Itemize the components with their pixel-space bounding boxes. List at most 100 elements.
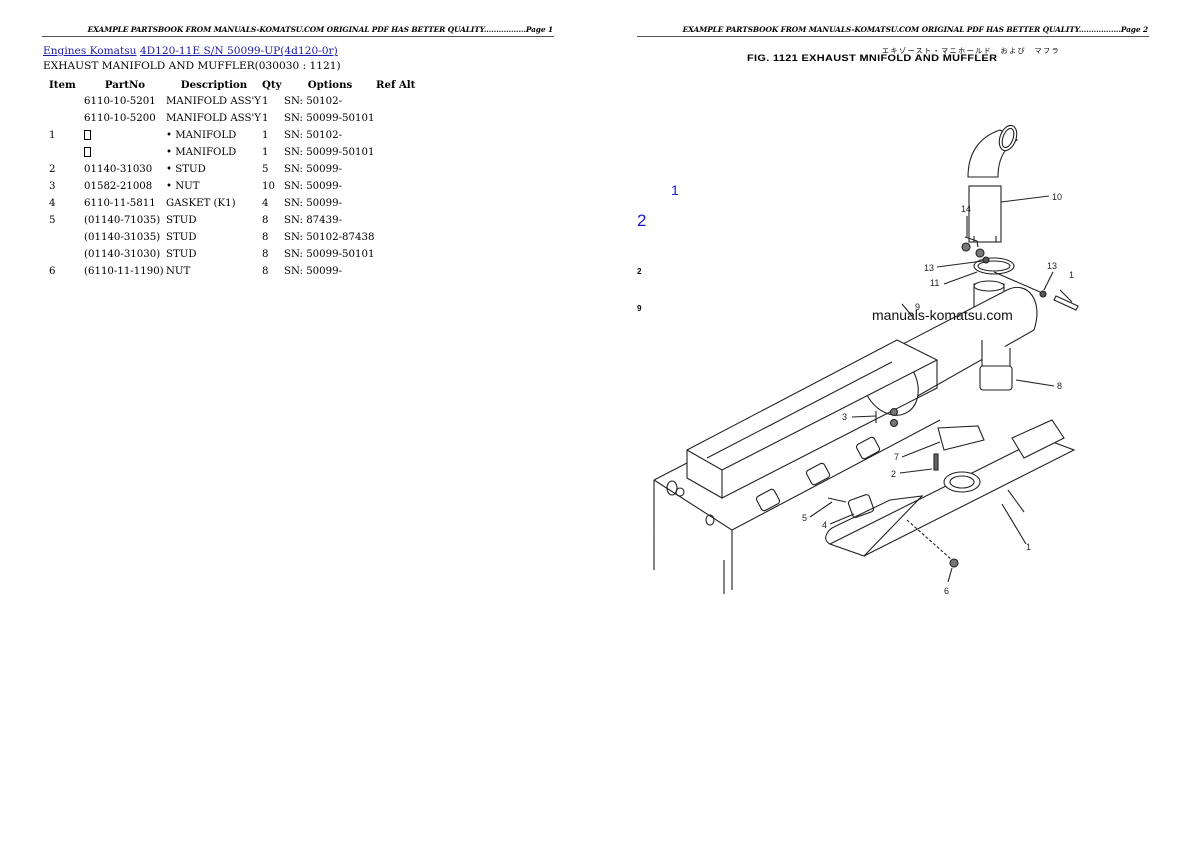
- missing-glyph-icon: [84, 129, 91, 140]
- edge-label: 9: [637, 304, 642, 313]
- cell-description: MANIFOLD ASS'Y: [166, 96, 261, 107]
- svg-text:6: 6: [944, 586, 949, 596]
- cell-partno: 6110-11-5811: [84, 198, 156, 209]
- cell-partno: 01140-31030: [84, 164, 153, 175]
- missing-glyph-icon: [84, 146, 91, 157]
- svg-text:11: 11: [930, 278, 939, 288]
- cell-description: STUD: [166, 215, 197, 226]
- section-title: EXHAUST MANIFOLD AND MUFFLER(030030 : 11…: [43, 60, 341, 72]
- cell-item: 6: [49, 266, 56, 277]
- edge-label: 2: [637, 267, 642, 276]
- cell-description: • NUT: [166, 181, 200, 192]
- header-divider: [42, 36, 554, 37]
- cell-ref-alt: [376, 246, 426, 263]
- svg-text:2: 2: [891, 469, 896, 479]
- cell-partno: 6110-10-5200: [84, 113, 156, 124]
- figure-label-2: 2: [637, 211, 647, 230]
- cell-item: [43, 246, 84, 263]
- cell-ref-alt: [376, 263, 426, 280]
- cell-options: SN: 50099-50101: [284, 147, 375, 158]
- cell-qty: 1: [262, 147, 269, 158]
- cell-options: SN: 50102-: [284, 96, 343, 107]
- cell-qty: 1: [262, 113, 269, 124]
- parts-table: Item PartNo Description Qty Options Ref …: [43, 76, 426, 280]
- cell-item: 5: [49, 215, 56, 226]
- cell-options: SN: 50102-: [284, 130, 343, 141]
- cell-qty: 10: [262, 181, 275, 192]
- page-2: EXAMPLE PARTSBOOK FROM MANUALS-KOMATSU.C…: [595, 0, 1190, 842]
- cell-options: SN: 87439-: [284, 215, 343, 226]
- cell-description: • MANIFOLD: [166, 130, 237, 141]
- cell-description: • MANIFOLD: [166, 147, 237, 158]
- svg-text:1: 1: [1026, 542, 1031, 552]
- col-header-qty: Qty: [262, 78, 282, 91]
- cell-partno: (01140-31035): [84, 232, 161, 243]
- cell-partno: 6110-10-5201: [84, 96, 156, 107]
- cell-options: SN: 50099-: [284, 266, 343, 277]
- col-header-options: Options: [307, 78, 353, 91]
- cell-description: • STUD: [166, 164, 206, 175]
- cell-item: [43, 110, 84, 127]
- page-header: EXAMPLE PARTSBOOK FROM MANUALS-KOMATSU.C…: [682, 25, 1149, 34]
- cell-item: 2: [49, 164, 56, 175]
- cell-item: [43, 144, 84, 161]
- svg-text:7: 7: [894, 452, 899, 462]
- cell-ref-alt: [376, 93, 426, 110]
- cell-ref-alt: [376, 144, 426, 161]
- cell-description: NUT: [166, 266, 191, 277]
- table-row: • MANIFOLD 1 SN: 50099-50101: [43, 144, 426, 161]
- cell-options: SN: 50099-50101: [284, 249, 375, 260]
- cell-partno: 01582-21008: [84, 181, 153, 192]
- table-row: 1 • MANIFOLD 1 SN: 50102-: [43, 127, 426, 144]
- cell-partno: (01140-71035): [84, 215, 161, 226]
- cell-options: SN: 50099-: [284, 181, 343, 192]
- cell-partno: [84, 127, 166, 144]
- cell-qty: 5: [262, 164, 269, 175]
- figure-label-1: 1: [671, 182, 679, 198]
- svg-text:8: 8: [1057, 381, 1062, 391]
- col-header-ref-alt: Ref Alt: [376, 78, 416, 91]
- breadcrumb-link-engines-komatsu[interactable]: Engines Komatsu: [43, 45, 137, 57]
- cell-qty: 1: [262, 96, 269, 107]
- cell-options: SN: 50102-87438: [284, 232, 375, 243]
- cell-item: [43, 229, 84, 246]
- cell-ref-alt: [376, 195, 426, 212]
- exhaust-manifold-diagram: 10 14 13 11 13 1 9 8: [653, 124, 1079, 596]
- cell-ref-alt: [376, 212, 426, 229]
- col-header-item: Item: [49, 78, 76, 91]
- cell-item: 4: [49, 198, 56, 209]
- cell-description: STUD: [166, 232, 197, 243]
- table-header-row: Item PartNo Description Qty Options Ref …: [43, 76, 426, 93]
- cell-item: 1: [49, 130, 56, 141]
- cell-partno: (01140-31030): [84, 249, 161, 260]
- cell-item: 3: [49, 181, 56, 192]
- cell-options: SN: 50099-: [284, 198, 343, 209]
- cell-ref-alt: [376, 178, 426, 195]
- table-row: 3 01582-21008 • NUT 10 SN: 50099-: [43, 178, 426, 195]
- svg-text:14: 14: [961, 204, 971, 214]
- cell-item: [43, 93, 84, 110]
- cell-options: SN: 50099-50101: [284, 113, 375, 124]
- page-header: EXAMPLE PARTSBOOK FROM MANUALS-KOMATSU.C…: [87, 25, 554, 34]
- header-divider: [637, 36, 1149, 37]
- col-header-description: Description: [180, 78, 248, 91]
- table-row: (01140-31035) STUD 8 SN: 50102-87438: [43, 229, 426, 246]
- cell-description: STUD: [166, 249, 197, 260]
- svg-text:10: 10: [1052, 192, 1062, 202]
- svg-text:3: 3: [842, 412, 847, 422]
- breadcrumb-link-model[interactable]: 4D120-11E S/N 50099-UP(4d120-0r): [139, 45, 338, 57]
- cell-qty: 8: [262, 232, 269, 243]
- figure-title: FIG. 1121 EXHAUST MNIFOLD AND MUFFLER: [747, 53, 998, 64]
- cell-partno: (6110-11-1190): [84, 266, 164, 277]
- cell-qty: 1: [262, 130, 269, 141]
- svg-text:9: 9: [915, 302, 920, 312]
- breadcrumb: Engines Komatsu 4D120-11E S/N 50099-UP(4…: [43, 45, 338, 57]
- svg-text:13: 13: [924, 263, 934, 273]
